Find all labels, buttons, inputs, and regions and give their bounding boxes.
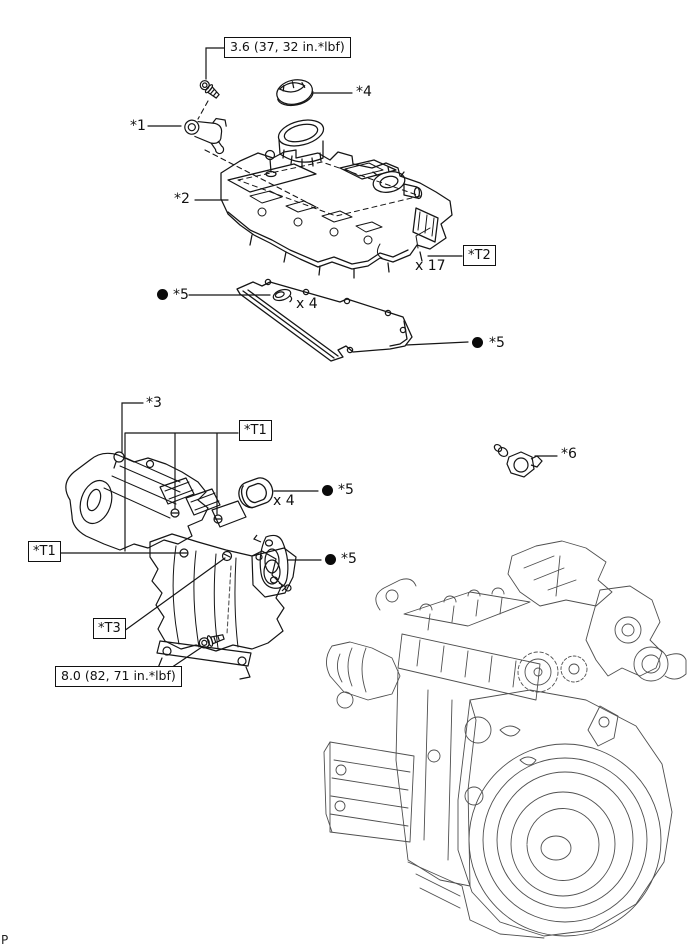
qty-ring-seals: x 4: [273, 493, 295, 509]
tube-seal-drawing: [272, 288, 293, 303]
part-label-3: *3: [146, 395, 162, 411]
part-label-5-gasket-right: *5: [489, 335, 505, 351]
t1-callout-top: *T1: [239, 420, 272, 441]
sensor-drawing: [493, 443, 543, 478]
t2-callout: *T2: [463, 245, 496, 266]
part-label-5-gasket-left: *5: [173, 287, 189, 303]
manifold-bolt-drawing: [198, 634, 225, 649]
qty-tube-seals: x 4: [296, 296, 318, 312]
bullet-dot: [325, 554, 336, 565]
egr-gasket-drawing: [253, 534, 289, 592]
bullet-dot: [472, 337, 483, 348]
intake-manifold-drawing: [65, 451, 297, 680]
qty-cover-bolts: x 17: [415, 258, 446, 274]
part-label-4: *4: [356, 84, 372, 100]
leader-lines: [58, 47, 558, 679]
t1-callout-left: *T1: [28, 541, 61, 562]
torque-callout-cam-sensor-bolt: 3.6 (37, 32 in.*lbf): [224, 37, 351, 58]
part-label-2: *2: [174, 191, 190, 207]
oil-filler-cap-drawing: [276, 79, 314, 107]
part-label-6: *6: [561, 446, 577, 462]
bullet-dot: [322, 485, 333, 496]
part-label-1: *1: [130, 118, 146, 134]
cam-position-sensor-drawing: [184, 117, 227, 155]
manifold-ring-seal-drawing: [238, 477, 274, 509]
page-marker: P: [1, 933, 9, 947]
bullet-dot: [157, 289, 168, 300]
part-label-5-egr-gasket: *5: [341, 551, 357, 567]
engine-assembly-drawing: [323, 540, 687, 939]
torque-callout-manifold-bolt: 8.0 (82, 71 in.*lbf): [55, 666, 182, 687]
cam-sensor-bolt-drawing: [199, 80, 220, 99]
cylinder-head-cover-drawing: [220, 119, 453, 279]
cover-gasket-drawing: [236, 278, 413, 362]
part-label-5-ring-seal: *5: [338, 482, 354, 498]
t3-callout: *T3: [93, 618, 126, 639]
